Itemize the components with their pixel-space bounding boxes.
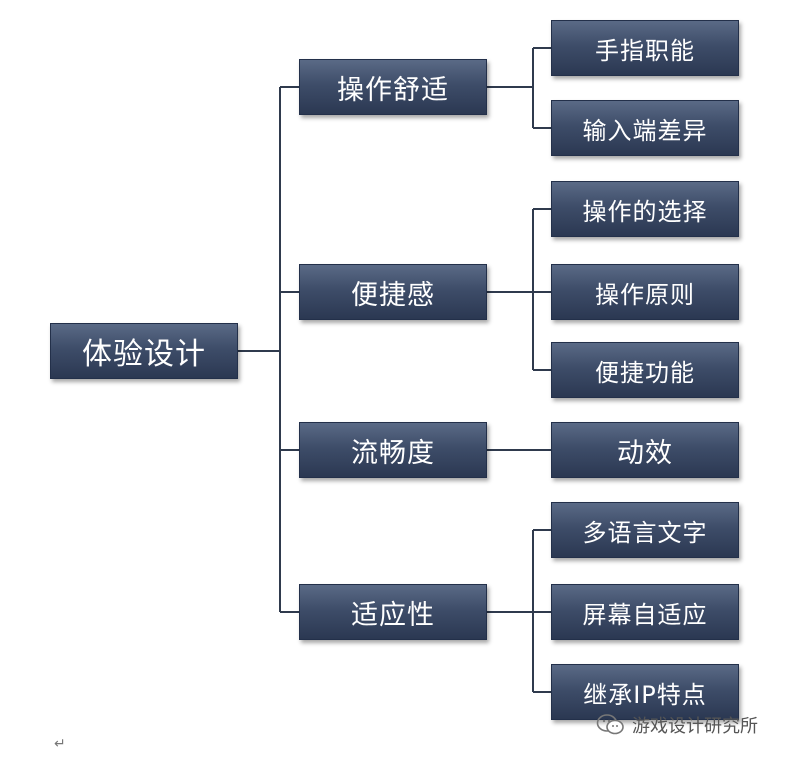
leaf-label: 屏幕自适应 xyxy=(582,600,708,629)
leaf-convenient-features: 便捷功能 xyxy=(551,342,739,398)
leaf-operation-choice: 操作的选择 xyxy=(551,181,739,237)
wechat-icon xyxy=(596,714,624,735)
leaf-label: 多语言文字 xyxy=(582,518,708,547)
leaf-animation-effects: 动效 xyxy=(551,422,739,478)
leaf-multilanguage-text: 多语言文字 xyxy=(551,502,739,558)
leaf-input-difference: 输入端差异 xyxy=(551,100,739,156)
node-label: 操作舒适 xyxy=(337,74,449,106)
root-label: 体验设计 xyxy=(82,337,206,372)
node-label: 适应性 xyxy=(351,599,435,631)
leaf-operation-principle: 操作原则 xyxy=(551,264,739,320)
node-label: 便捷感 xyxy=(351,279,435,311)
leaf-label: 手指职能 xyxy=(595,36,695,65)
leaf-inherit-ip-features: 继承IP特点 xyxy=(551,664,739,720)
leaf-label: 继承IP特点 xyxy=(583,680,707,709)
leaf-screen-adaptive: 屏幕自适应 xyxy=(551,584,739,640)
node-convenience: 便捷感 xyxy=(299,264,487,320)
leaf-label: 操作原则 xyxy=(595,280,695,309)
watermark-text: 游戏设计研究所 xyxy=(632,716,758,737)
leaf-label: 动效 xyxy=(617,437,673,469)
node-label: 流畅度 xyxy=(351,437,435,469)
leaf-label: 便捷功能 xyxy=(595,358,695,387)
node-operation-comfort: 操作舒适 xyxy=(299,59,487,115)
leaf-finger-function: 手指职能 xyxy=(551,20,739,76)
node-fluency: 流畅度 xyxy=(299,422,487,478)
node-adaptability: 适应性 xyxy=(299,584,487,640)
leaf-label: 操作的选择 xyxy=(582,197,708,226)
leaf-label: 输入端差异 xyxy=(582,116,708,145)
root-node: 体验设计 xyxy=(50,323,238,379)
watermark: 游戏设计研究所 xyxy=(596,712,758,738)
paragraph-return-mark: ↵ xyxy=(54,736,66,752)
